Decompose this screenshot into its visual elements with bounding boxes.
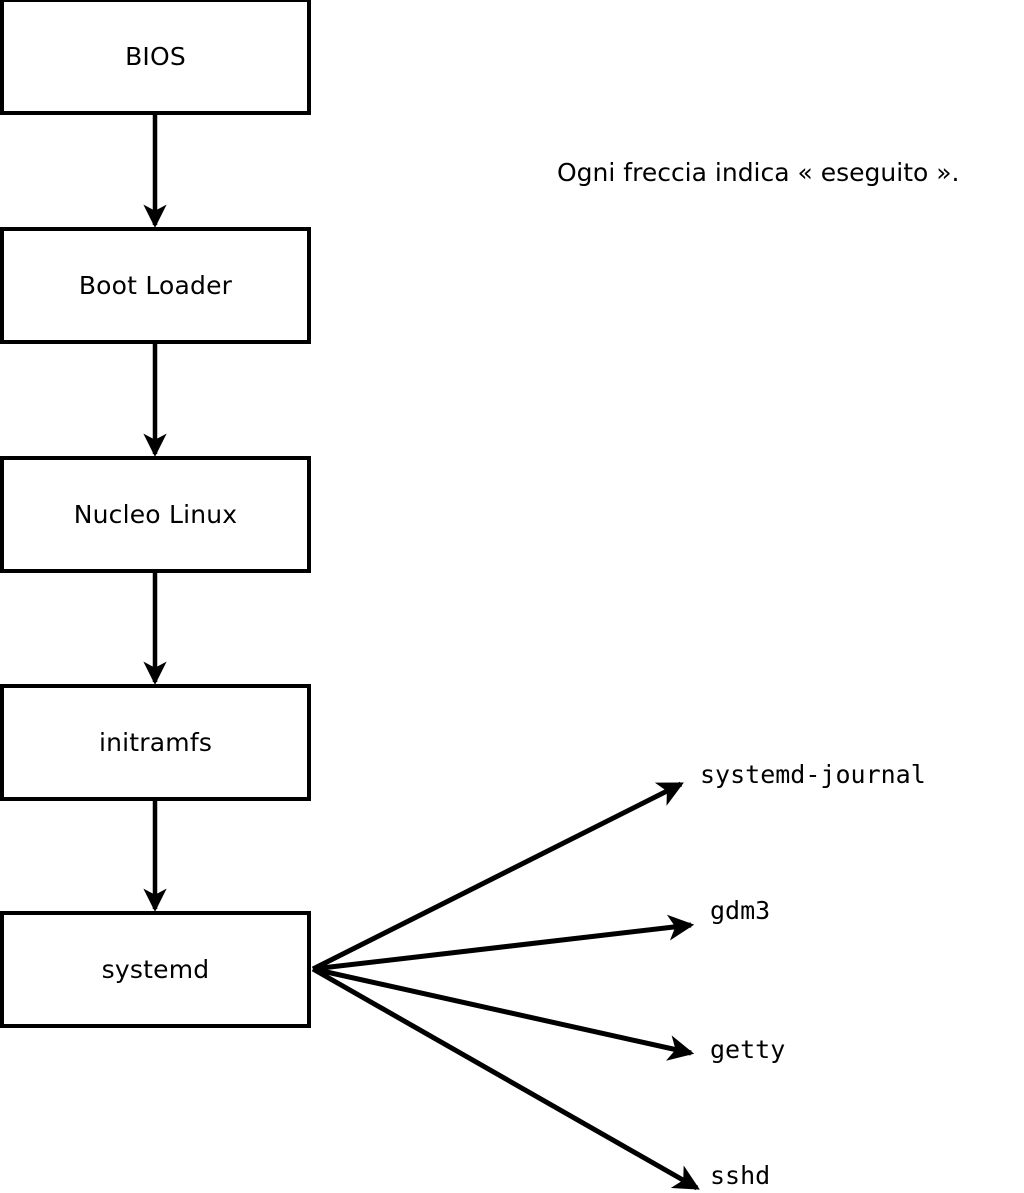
- stage-box-systemd[interactable]: systemd: [0, 911, 311, 1028]
- stage-box-bios[interactable]: BIOS: [0, 0, 311, 115]
- systemd-fanout-arrows: [311, 781, 700, 1191]
- stage-box-nucleo-linux[interactable]: Nucleo Linux: [0, 456, 311, 573]
- fanout-arrow-sshd: [311, 966, 700, 1191]
- stage-box-boot-loader[interactable]: Boot Loader: [0, 227, 311, 344]
- service-label-systemd-journal: systemd-journal: [700, 760, 926, 789]
- service-label-getty: getty: [710, 1035, 786, 1064]
- fanout-arrow-gdm3: [312, 914, 695, 972]
- service-label-sshd: sshd: [710, 1161, 771, 1190]
- stage-label-initramfs: initramfs: [98, 728, 213, 757]
- fanout-arrow-systemd-journal: [311, 781, 684, 972]
- stage-box-initramfs[interactable]: initramfs: [0, 684, 311, 801]
- stage-label-boot-loader: Boot Loader: [78, 271, 233, 300]
- stage-label-systemd: systemd: [101, 955, 210, 984]
- fanout-arrow-getty: [312, 966, 695, 1061]
- legend-note: Ogni freccia indica « eseguito ».: [557, 158, 960, 187]
- service-label-gdm3: gdm3: [710, 896, 771, 925]
- stage-label-bios: BIOS: [125, 42, 186, 71]
- stage-label-nucleo-linux: Nucleo Linux: [73, 500, 238, 529]
